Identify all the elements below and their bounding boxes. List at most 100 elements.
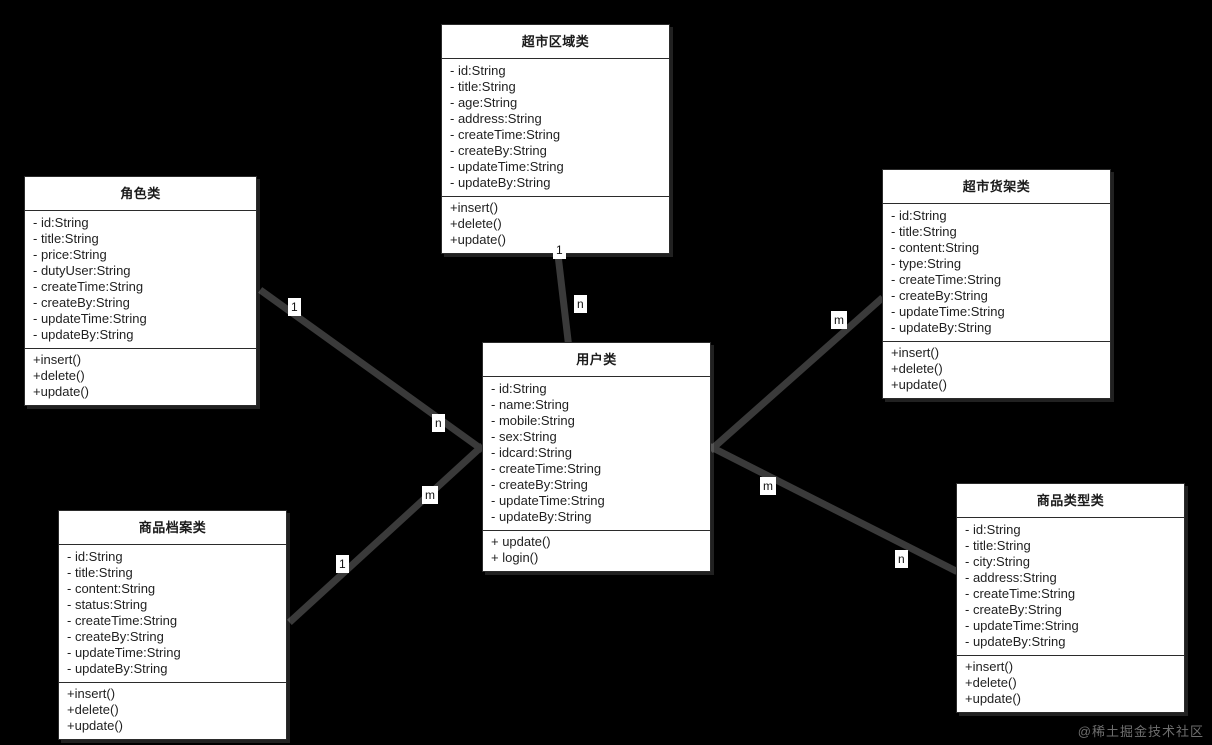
- attribute-row: - createBy:String: [67, 629, 164, 644]
- multiplicity-product-end: 1: [336, 555, 349, 573]
- attribute-row: - title:String: [33, 231, 99, 246]
- edge-product-user: [287, 443, 485, 625]
- attribute-row: - content:String: [891, 240, 980, 255]
- attribute-row: - sex:String: [491, 429, 557, 444]
- attribute-row: - updateBy:String: [67, 661, 168, 676]
- operation-row: +insert(): [965, 659, 1014, 674]
- attribute-row: - price:String: [33, 247, 107, 262]
- attribute-row: - updateBy:String: [891, 320, 992, 335]
- multiplicity-area-end: 1: [553, 241, 566, 259]
- operation-row: +update(): [67, 718, 124, 733]
- attribute-row: - updateTime:String: [450, 159, 564, 174]
- attribute-row: - updateBy:String: [491, 509, 592, 524]
- edge-user-shelf: [708, 295, 885, 453]
- attribute-row: - updateBy:String: [33, 327, 134, 342]
- attribute-row: - title:String: [891, 224, 957, 239]
- class-box-user[interactable]: 用户类- id:String- name:String- mobile:Stri…: [482, 342, 711, 572]
- multiplicity-user-end-4: m: [760, 477, 776, 495]
- attribute-row: - mobile:String: [491, 413, 575, 428]
- attribute-row: - name:String: [491, 397, 570, 412]
- attribute-row: - title:String: [450, 79, 516, 94]
- attribute-row: - updateBy:String: [450, 175, 551, 190]
- multiplicity-category-end: n: [895, 550, 908, 568]
- class-operations-product: +insert()+delete()+update(): [59, 683, 286, 739]
- class-attributes-product: - id:String- title:String- content:Strin…: [59, 545, 286, 683]
- operation-row: +delete(): [33, 368, 85, 383]
- attribute-row: - updateTime:String: [33, 311, 147, 326]
- attribute-row: - updateTime:String: [965, 618, 1079, 633]
- operation-row: + update(): [491, 534, 551, 549]
- multiplicity-user-end-3: m: [422, 486, 438, 504]
- class-title-area: 超市区域类: [442, 25, 669, 59]
- attribute-row: - address:String: [450, 111, 542, 126]
- attribute-row: - age:String: [450, 95, 518, 110]
- operation-row: +update(): [965, 691, 1022, 706]
- attribute-row: - title:String: [67, 565, 133, 580]
- attribute-row: - idcard:String: [491, 445, 572, 460]
- multiplicity-role-end: 1: [288, 298, 301, 316]
- class-operations-user: + update()+ login(): [483, 531, 710, 571]
- class-box-area[interactable]: 超市区域类- id:String- title:String- age:Stri…: [441, 24, 670, 254]
- operation-row: +update(): [891, 377, 948, 392]
- operation-row: +insert(): [450, 200, 499, 215]
- attribute-row: - address:String: [965, 570, 1057, 585]
- class-box-role[interactable]: 角色类- id:String- title:String- price:Stri…: [24, 176, 257, 406]
- class-attributes-area: - id:String- title:String- age:String- a…: [442, 59, 669, 197]
- class-box-product[interactable]: 商品档案类- id:String- title:String- content:…: [58, 510, 287, 740]
- class-operations-role: +insert()+delete()+update(): [25, 349, 256, 405]
- class-operations-shelf: +insert()+delete()+update(): [883, 342, 1110, 398]
- class-attributes-category: - id:String- title:String- city:String- …: [957, 518, 1184, 656]
- multiplicity-user-end-2: n: [574, 295, 587, 313]
- attribute-row: - updateTime:String: [491, 493, 605, 508]
- attribute-row: - createTime:String: [891, 272, 1002, 287]
- attribute-row: - id:String: [891, 208, 947, 223]
- multiplicity-user-end-1: n: [432, 414, 445, 432]
- attribute-row: - id:String: [33, 215, 89, 230]
- attribute-row: - createBy:String: [450, 143, 547, 158]
- attribute-row: - content:String: [67, 581, 156, 596]
- edge-user-category: [708, 443, 959, 575]
- attribute-row: - type:String: [891, 256, 962, 271]
- operation-row: +update(): [450, 232, 507, 247]
- operation-row: +update(): [33, 384, 90, 399]
- attribute-row: - updateBy:String: [965, 634, 1066, 649]
- class-title-category: 商品类型类: [957, 484, 1184, 518]
- class-operations-area: +insert()+delete()+update(): [442, 197, 669, 253]
- operation-row: +insert(): [891, 345, 940, 360]
- attribute-row: - createBy:String: [965, 602, 1062, 617]
- attribute-row: - createTime:String: [965, 586, 1076, 601]
- operation-row: +delete(): [450, 216, 502, 231]
- class-box-shelf[interactable]: 超市货架类 - id:String- title:String- content:…: [882, 169, 1111, 399]
- operation-row: +delete(): [891, 361, 943, 376]
- operation-row: +delete(): [67, 702, 119, 717]
- attribute-row: - id:String: [965, 522, 1021, 537]
- attribute-row: - createBy:String: [33, 295, 130, 310]
- attribute-row: - createBy:String: [891, 288, 988, 303]
- attribute-row: - id:String: [67, 549, 123, 564]
- attribute-row: - createTime:String: [450, 127, 561, 142]
- class-title-product: 商品档案类: [59, 511, 286, 545]
- class-operations-category: +insert()+delete()+update(): [957, 656, 1184, 712]
- attribute-row: - city:String: [965, 554, 1031, 569]
- watermark: @稀土掘金技术社区: [1077, 724, 1204, 739]
- attribute-row: - dutyUser:String: [33, 263, 131, 278]
- attribute-row: - title:String: [965, 538, 1031, 553]
- attribute-row: - status:String: [67, 597, 148, 612]
- class-title-role: 角色类: [25, 177, 256, 211]
- attribute-row: - updateTime:String: [891, 304, 1005, 319]
- class-attributes-role: - id:String- title:String- price:String-…: [25, 211, 256, 349]
- attribute-row: - createBy:String: [491, 477, 588, 492]
- attribute-row: - id:String: [491, 381, 547, 396]
- attribute-row: - createTime:String: [33, 279, 144, 294]
- operation-row: +insert(): [33, 352, 82, 367]
- attribute-row: - createTime:String: [491, 461, 602, 476]
- class-title-user: 用户类: [483, 343, 710, 377]
- class-box-category[interactable]: 商品类型类- id:String- title:String- city:Str…: [956, 483, 1185, 713]
- operation-row: +insert(): [67, 686, 116, 701]
- multiplicity-shelf-end: m: [831, 311, 847, 329]
- operation-row: +delete(): [965, 675, 1017, 690]
- class-attributes-user: - id:String- name:String- mobile:String-…: [483, 377, 710, 531]
- attribute-row: - createTime:String: [67, 613, 178, 628]
- class-title-shelf: 超市货架类: [883, 170, 1110, 204]
